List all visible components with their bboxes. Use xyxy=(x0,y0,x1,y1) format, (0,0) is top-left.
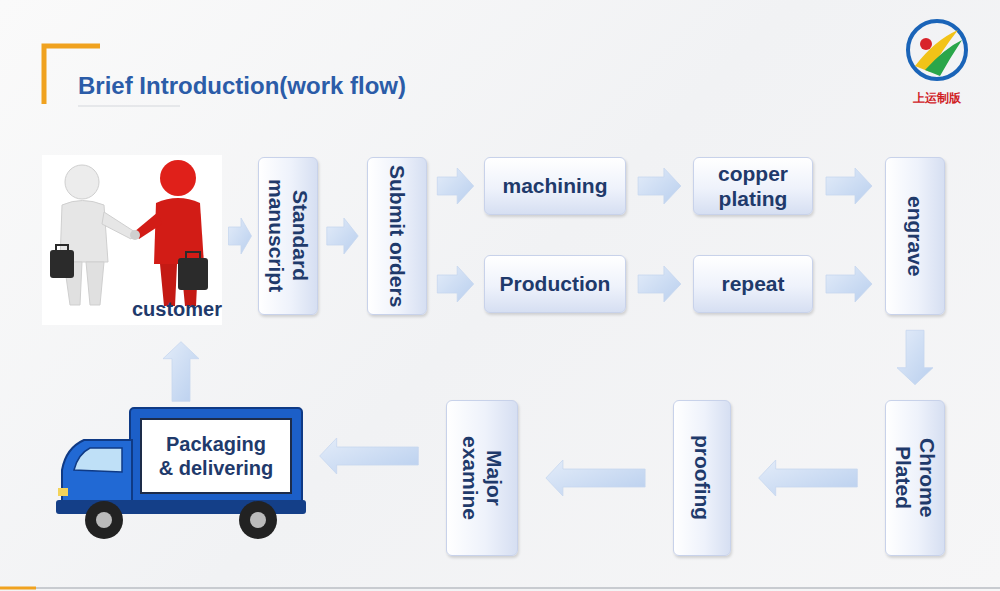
process-box: Major examine xyxy=(446,400,518,556)
flow-arrow xyxy=(638,168,681,204)
flow-arrow xyxy=(826,168,872,204)
flow-arrow xyxy=(437,266,473,302)
node-label: engrave xyxy=(903,196,927,277)
flow-arrow xyxy=(327,218,358,254)
process-box: Chrome Plated xyxy=(885,400,945,556)
flow-arrow xyxy=(229,218,252,254)
node-label: proofing xyxy=(690,435,714,520)
process-box: copper plating xyxy=(693,157,813,215)
flow-arrow xyxy=(546,460,645,496)
page-title: Brief Introduction(work flow) xyxy=(78,72,406,100)
node-label: Packaging & delivering xyxy=(158,432,275,480)
truck-cargo-box: Packaging & delivering xyxy=(140,418,292,494)
process-box: Standard manuscript xyxy=(258,157,318,315)
node-label: customer xyxy=(132,297,222,321)
flow-arrow xyxy=(320,438,419,474)
flow-arrow xyxy=(826,266,872,302)
node-label: Submit orders xyxy=(385,165,409,307)
process-box: proofing xyxy=(673,400,731,556)
process-box: Production xyxy=(484,255,626,313)
node-label: Standard manuscript xyxy=(264,176,312,296)
node-label: Major examine xyxy=(458,423,506,533)
process-box: machining xyxy=(484,157,626,215)
flow-arrow xyxy=(163,342,199,402)
customer-figure: customer xyxy=(42,155,222,325)
company-logo xyxy=(908,21,966,79)
delivery-truck xyxy=(56,408,306,539)
bottom-accent xyxy=(0,587,36,590)
node-label: Production xyxy=(500,271,611,296)
node-label: repeat xyxy=(721,271,784,296)
flow-arrow xyxy=(759,460,858,496)
logo-label: 上运制版 xyxy=(897,90,977,107)
process-box: repeat xyxy=(693,255,813,313)
title-underline xyxy=(78,106,180,107)
flow-arrow xyxy=(897,330,933,384)
node-label: machining xyxy=(502,173,607,198)
bottom-rule xyxy=(0,587,1000,589)
process-box: engrave xyxy=(885,157,945,315)
node-label: copper plating xyxy=(699,161,807,211)
node-label: Chrome Plated xyxy=(891,423,939,533)
flow-arrow xyxy=(638,266,681,302)
handshake-illustration xyxy=(42,155,222,325)
process-box: Submit orders xyxy=(367,157,427,315)
flow-arrow xyxy=(437,168,473,204)
